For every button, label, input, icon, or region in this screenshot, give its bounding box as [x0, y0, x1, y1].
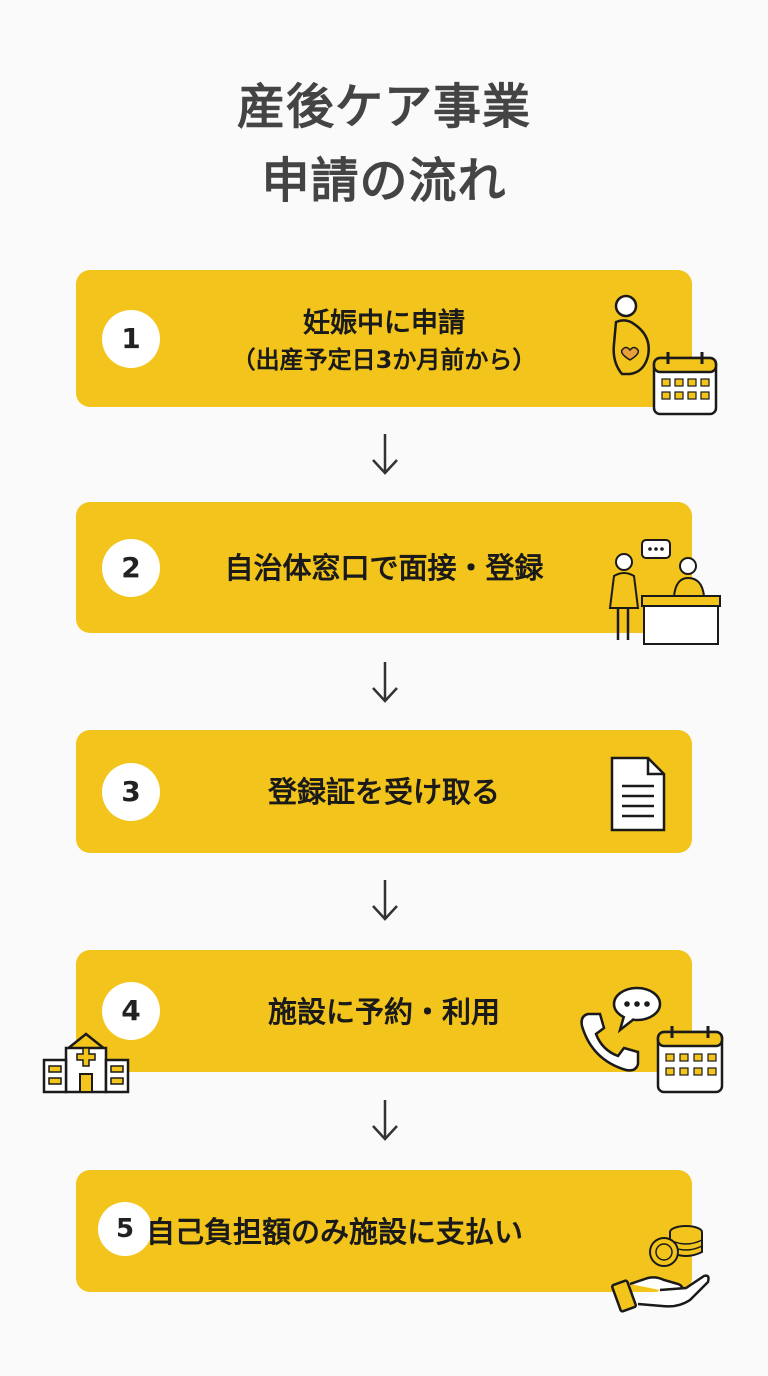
page-title: 産後ケア事業 申請の流れ — [0, 70, 768, 218]
step-2-box: 2 自治体窓口で面接・登録 — [76, 502, 692, 633]
step-2-number: 2 — [102, 539, 160, 597]
coins-hand-icon — [611, 1225, 710, 1313]
step-5-label: 自己負担額のみ施設に支払い — [146, 1215, 524, 1249]
step-1-label-line-1: 妊娠中に申請 — [303, 308, 465, 339]
calendar-icon — [656, 1026, 724, 1094]
down-arrow-icon — [372, 434, 398, 475]
step-3-box: 3 登録証を受け取る — [76, 730, 692, 853]
step-2-label: 自治体窓口で面接・登録 — [224, 551, 544, 585]
title-line-2: 申請の流れ — [261, 153, 507, 209]
step-1-label: 妊娠中に申請 （出産予定日3か月前から） — [176, 306, 592, 378]
phone-icon — [580, 1012, 640, 1072]
step-1-label-line-2: （出産予定日3か月前から） — [231, 346, 537, 374]
step-3-number: 3 — [102, 763, 160, 821]
step-1-number: 1 — [102, 310, 160, 368]
down-arrow-icon — [372, 880, 398, 921]
speech-bubble-icon — [612, 986, 662, 1034]
step-5-box: 5 自己負担額のみ施設に支払い — [76, 1170, 692, 1292]
step-4-number: 4 — [102, 982, 160, 1040]
step-5-number: 5 — [98, 1202, 152, 1256]
hospital-icon — [42, 1032, 130, 1094]
step-1-box: 1 妊娠中に申請 （出産予定日3か月前から） — [76, 270, 692, 407]
step-3-label: 登録証を受け取る — [267, 775, 500, 809]
title-line-1: 産後ケア事業 — [236, 79, 531, 135]
calendar-icon — [652, 352, 718, 416]
pregnant-woman-icon — [612, 294, 650, 376]
down-arrow-icon — [372, 662, 398, 703]
down-arrow-icon — [372, 1100, 398, 1141]
step-4-box: 4 施設に予約・利用 — [76, 950, 692, 1072]
step-4-label: 施設に予約・利用 — [267, 995, 500, 1029]
document-icon — [610, 756, 666, 832]
reception-desk-icon — [608, 539, 721, 645]
